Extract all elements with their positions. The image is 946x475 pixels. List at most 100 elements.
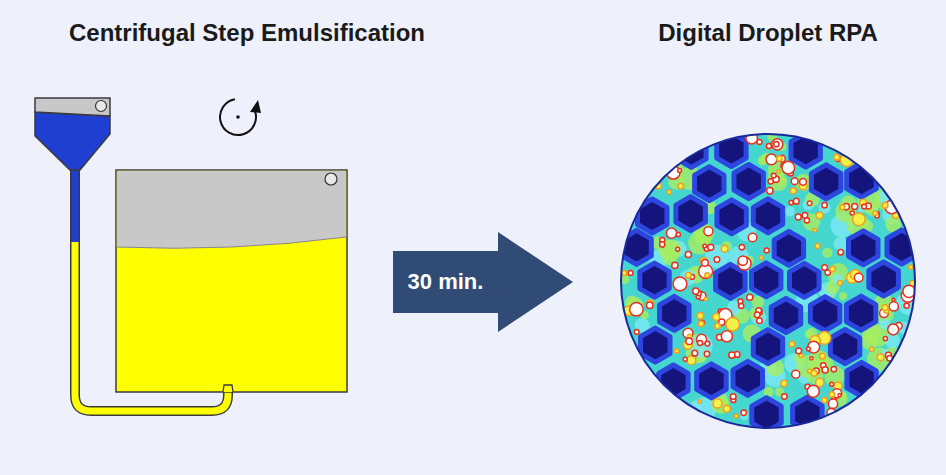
positive-signal-spot	[686, 272, 692, 278]
negative-droplet	[771, 299, 801, 333]
positive-signal-spot	[646, 302, 653, 309]
positive-signal-spot	[816, 378, 824, 386]
positive-signal-spot	[777, 170, 780, 173]
positive-signal-spot	[734, 414, 738, 418]
positive-signal-spot	[686, 338, 693, 345]
positive-signal-spot	[676, 232, 680, 236]
signal-blotch	[839, 292, 847, 300]
positive-signal-spot	[829, 392, 835, 398]
positive-signal-spot	[764, 248, 769, 253]
rotation-axis	[236, 115, 240, 119]
positive-signal-spot	[704, 227, 713, 236]
positive-signal-spot	[807, 385, 819, 397]
positive-signal-spot	[666, 228, 676, 238]
positive-signal-spot	[676, 247, 680, 251]
positive-signal-spot	[838, 250, 844, 256]
positive-signal-spot	[800, 178, 807, 185]
negative-droplet	[753, 199, 782, 233]
arrow-fill	[393, 232, 573, 332]
positive-signal-spot	[697, 312, 704, 319]
positive-signal-spot	[729, 352, 735, 358]
positive-signal-spot	[831, 367, 836, 372]
positive-signal-spot	[730, 394, 736, 400]
signal-blotch	[822, 248, 832, 258]
positive-signal-spot	[892, 298, 895, 301]
arrow-body: 30 min.	[393, 251, 498, 313]
negative-droplet	[733, 361, 763, 395]
positive-signal-spot	[723, 405, 730, 412]
negative-droplet	[904, 332, 933, 366]
positive-signal-spot	[660, 242, 665, 247]
negative-droplet	[811, 165, 841, 199]
positive-signal-spot	[748, 233, 757, 242]
positive-signal-spot	[698, 400, 701, 403]
signal-blotch	[865, 202, 879, 216]
positive-signal-spot	[738, 257, 751, 270]
negative-droplet	[641, 328, 671, 362]
positive-signal-spot	[674, 349, 679, 354]
negative-droplet	[733, 428, 762, 462]
image-border	[621, 134, 915, 428]
positive-signal-spot	[693, 288, 699, 294]
section-heading: Digital Droplet RPA	[658, 19, 878, 47]
positive-signal-spot	[782, 161, 795, 174]
signal-blotch	[660, 238, 669, 247]
positive-signal-spot	[708, 244, 714, 250]
positive-signal-spot	[807, 201, 812, 206]
positive-signal-spot	[698, 340, 703, 345]
positive-signal-spot	[704, 351, 709, 356]
positive-signal-spot	[705, 273, 710, 278]
negative-droplet	[830, 330, 859, 364]
positive-signal-spot	[715, 323, 720, 328]
negative-droplet	[621, 363, 650, 397]
positive-signal-spot	[811, 370, 817, 376]
positive-signal-spot	[634, 330, 639, 335]
inlet-sample	[35, 112, 110, 170]
positive-signal-spot	[792, 370, 800, 378]
positive-signal-spot	[705, 341, 710, 346]
positive-signal-spot	[726, 318, 739, 331]
rotation-arrow	[220, 99, 256, 135]
negative-droplet	[660, 296, 689, 330]
positive-signal-spot	[853, 213, 866, 226]
negative-droplet	[774, 231, 803, 265]
negative-droplet	[676, 197, 706, 231]
positive-signal-spot	[882, 305, 888, 311]
positive-signal-spot	[630, 302, 644, 316]
droplet-background	[621, 134, 915, 428]
positive-signal-spot	[622, 270, 627, 275]
positive-signal-spot	[685, 251, 691, 257]
positive-signal-spot	[830, 266, 835, 271]
positive-signal-spot	[777, 156, 783, 162]
negative-droplet	[847, 362, 876, 396]
duration-label: 30 min.	[408, 269, 484, 295]
positive-signal-spot	[802, 213, 808, 219]
positive-signal-spot	[713, 399, 722, 408]
positive-signal-spot	[673, 277, 687, 291]
positive-signal-spot	[791, 178, 798, 185]
positive-signal-spot	[793, 198, 799, 204]
inlet-air	[35, 98, 110, 116]
positive-signal-spot	[683, 357, 687, 361]
positive-signal-spot	[628, 271, 633, 276]
meniscus	[117, 237, 347, 248]
positive-signal-spot	[766, 154, 777, 165]
positive-signal-spot	[828, 399, 837, 408]
negative-droplet	[640, 263, 669, 297]
positive-signal-spot	[687, 356, 696, 365]
positive-signal-spot	[822, 202, 827, 207]
signal-blotch	[785, 206, 795, 216]
positive-signal-spot	[672, 262, 678, 268]
negative-droplet	[697, 364, 727, 398]
positive-signal-spot	[683, 328, 693, 338]
negative-droplet	[622, 230, 651, 264]
positive-signal-spot	[882, 203, 888, 209]
positive-signal-spot	[790, 188, 796, 194]
positive-signal-spot	[862, 204, 867, 209]
positive-signal-spot	[702, 259, 709, 266]
positive-signal-spot	[810, 357, 813, 360]
positive-signal-spot	[741, 410, 746, 415]
negative-droplet	[695, 167, 724, 201]
positive-signal-spot	[822, 265, 828, 271]
positive-signal-spot	[678, 168, 682, 172]
